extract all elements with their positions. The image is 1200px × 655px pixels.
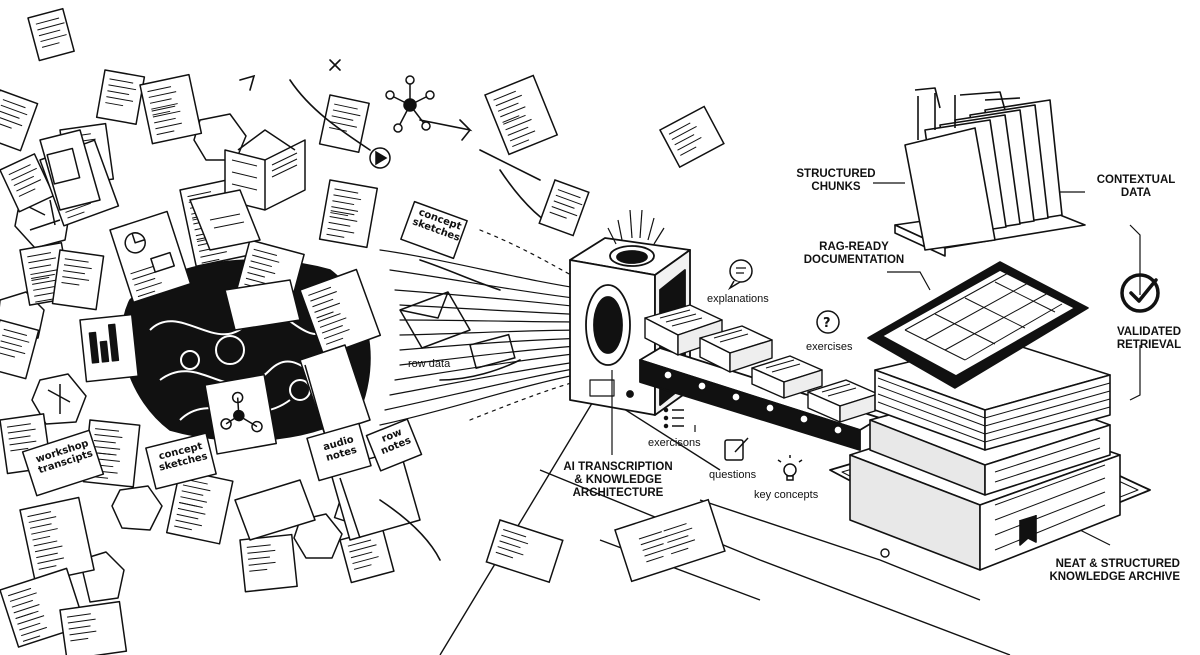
data-stream-funnel: [379, 229, 591, 426]
pencil-note-icon: [724, 437, 749, 461]
label-exercises: exercises: [806, 341, 853, 353]
folder-rack: [894, 87, 1086, 257]
tag-cards: [21, 200, 468, 497]
label-row-data: row data: [408, 358, 451, 370]
network-graph-icon: [385, 75, 435, 133]
chaotic-document-pile: [0, 7, 471, 655]
label-explanations: explanations: [707, 293, 769, 305]
label-knowledge-archive: NEAT & STRUCTURED KNOWLEDGE ARCHIVE: [1049, 558, 1180, 583]
flying-papers: [469, 74, 726, 584]
flying-arrows: [239, 59, 561, 561]
list-icon: [663, 407, 684, 429]
label-questions: questions: [709, 469, 757, 481]
label-contextual-data: CONTEXTUAL DATA: [1096, 174, 1176, 199]
conveyor-belt: [639, 304, 881, 451]
floor-lines: [439, 389, 1011, 655]
label-ai-transcription: AI TRANSCRIPTION & KNOWLEDGE ARCHITECTUR…: [563, 461, 673, 499]
label-key-concepts: key concepts: [754, 489, 819, 501]
label-rag-ready-documentation: RAG-READY DOCUMENTATION: [803, 241, 905, 266]
lightbulb-icon: [777, 455, 803, 481]
speech-bubble-icon: [727, 259, 753, 291]
check-circle-icon: [1120, 273, 1160, 313]
knowledge-archive-stack: [829, 261, 1151, 571]
label-exercisons: exercisons: [648, 437, 701, 449]
label-validated-retrieval: VALIDATED RETRIEVAL: [1116, 326, 1182, 351]
question-mark-icon: [816, 310, 840, 334]
label-structured-chunks: STRUCTURED CHUNKS: [796, 168, 876, 193]
leader-lines: [611, 182, 1141, 546]
question-mark-glyph: ?: [823, 316, 831, 331]
play-button-icon: [369, 147, 391, 169]
